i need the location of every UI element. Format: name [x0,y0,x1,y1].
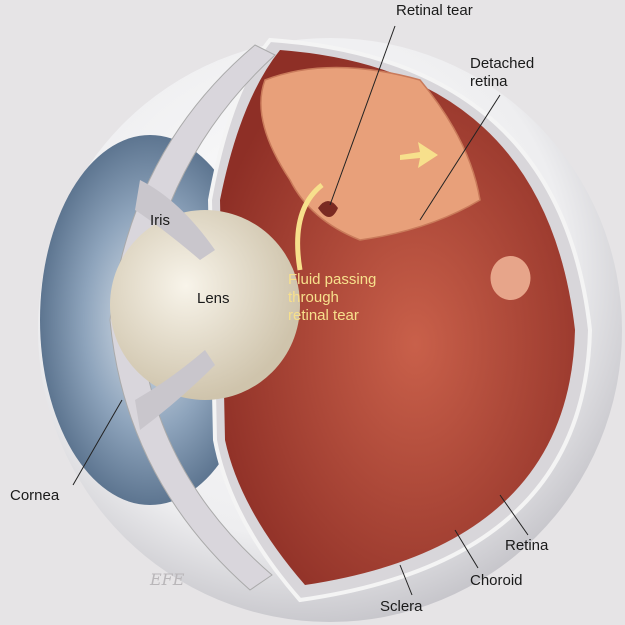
label-sclera: Sclera [380,598,423,615]
leader-sclera [399,564,413,596]
label-cornea: Cornea [10,487,60,504]
label-detached-retina-line1: Detached [470,55,535,72]
iris-lower [135,350,215,430]
optic-disc [490,256,531,300]
leader-retinal-tear [329,25,396,206]
label-fluid-line2: through [288,289,339,306]
retinal-tear-hole [318,201,338,217]
lens-shape [110,210,300,400]
leader-detached-retina [419,94,501,221]
leader-cornea [72,399,123,486]
leader-choroid [454,529,479,569]
fluid-arrow-right [400,142,438,168]
label-fluid-line3: retinal tear [288,307,359,324]
fluid-arrow-curved [295,183,324,271]
label-choroid: Choroid [470,572,523,589]
label-retina: Retina [505,537,549,554]
label-retinal-tear: Retinal tear [396,2,473,19]
leader-retina [499,494,529,536]
label-fluid-line1: Fluid passing [288,271,377,288]
iris-upper [135,180,215,260]
label-iris: Iris [150,212,170,229]
label-detached-retina-line2: retina [470,73,508,90]
artist-signature: EFE [150,570,185,589]
detached-retina [260,66,481,241]
label-lens: Lens [197,290,230,307]
